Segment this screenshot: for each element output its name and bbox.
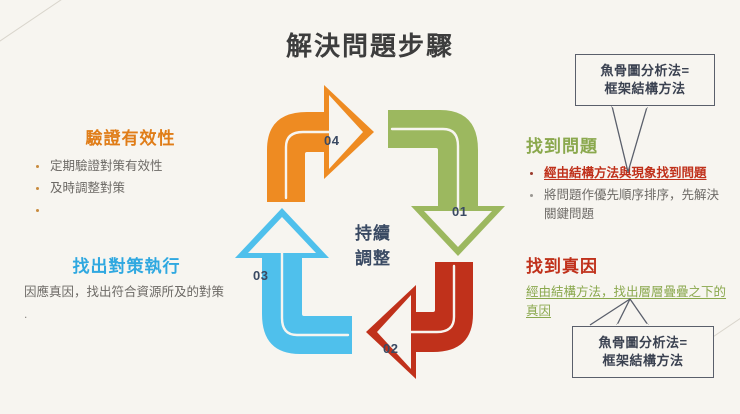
block-execute: 找出對策執行 因應真因，找出符合資源所及的對策 .	[24, 252, 229, 322]
list-item: 定期驗證對策有效性	[28, 156, 233, 178]
callout-bottom-line2: 框架結構方法	[602, 353, 684, 369]
block-verify: 驗證有效性 定期驗證對策有效性 及時調整對策	[28, 124, 233, 212]
callout-bottom: 魚骨圖分析法= 框架結構方法	[572, 326, 714, 379]
center-label-line1: 持續	[355, 224, 391, 243]
cycle-arrow-04	[267, 85, 374, 202]
list-item-highlight: 經由結構方法與現象找到問題	[526, 164, 726, 183]
block-root-cause-heading: 找到真因	[526, 257, 598, 276]
cycle-step-number-02: 02	[383, 341, 399, 356]
block-execute-heading: 找出對策執行	[72, 257, 181, 276]
block-root-cause-body: 經由結構方法，找出層層疊疊之下的真因	[526, 285, 727, 319]
callout-top-line1: 魚骨圖分析法=	[600, 63, 690, 78]
callout-top-line2: 框架結構方法	[604, 81, 686, 97]
page-title: 解決問題步驟	[285, 31, 454, 61]
list-item: 將問題作優先順序排序，先解決關鍵問題	[526, 186, 726, 224]
center-label-line2: 調整	[355, 248, 391, 268]
block-execute-trailing-mark: .	[24, 307, 28, 322]
list-item: 及時調整對策	[28, 178, 233, 200]
block-root-cause: 找到真因 經由結構方法，找出層層疊疊之下的真因	[526, 252, 726, 322]
block-verify-heading: 驗證有效性	[85, 129, 176, 148]
block-find-problem-list: 經由結構方法與現象找到問題 將問題作優先順序排序，先解決關鍵問題	[526, 164, 726, 223]
block-execute-body: 因應真因，找出符合資源所及的對策	[24, 285, 225, 299]
center-label: 持續 調整	[325, 222, 421, 271]
cycle-step-number-04: 04	[324, 133, 340, 148]
block-verify-list: 定期驗證對策有效性 及時調整對策	[28, 156, 233, 212]
list-item-empty	[28, 200, 233, 212]
cycle-step-number-01: 01	[452, 204, 468, 219]
cycle-step-number-03: 03	[253, 268, 269, 283]
cycle-arrow-02	[366, 262, 473, 379]
arrowhead-interiors	[248, 95, 492, 369]
block-find-problem-heading: 找到問題	[526, 137, 598, 156]
callout-top: 魚骨圖分析法= 框架結構方法	[575, 54, 715, 107]
callout-bottom-line1: 魚骨圖分析法=	[598, 335, 688, 350]
block-find-problem: 找到問題 經由結構方法與現象找到問題 將問題作優先順序排序，先解決關鍵問題	[526, 132, 726, 226]
